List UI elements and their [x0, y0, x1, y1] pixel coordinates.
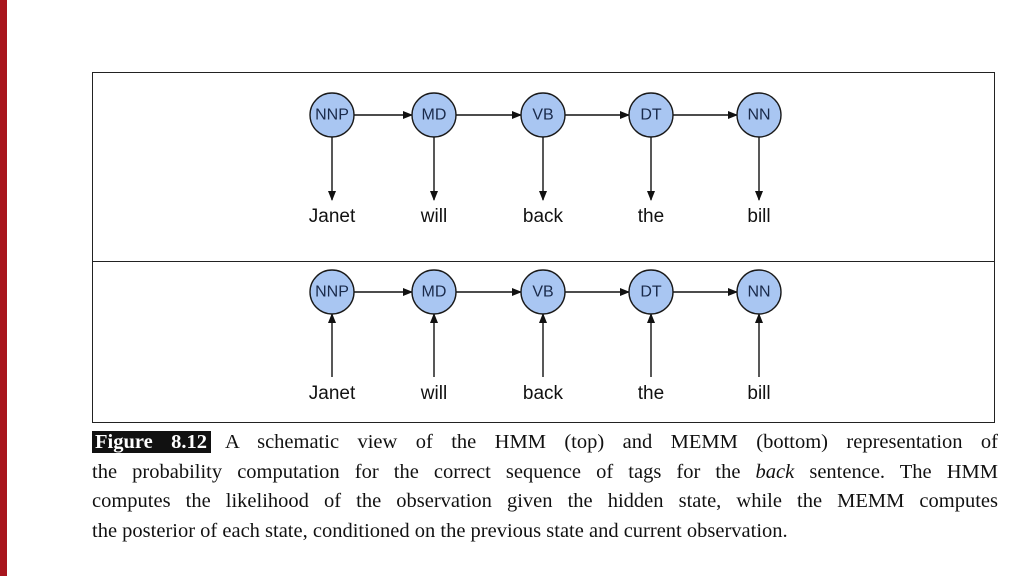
- figure-frame: [92, 72, 995, 423]
- hmm-tag-label: NN: [747, 107, 770, 124]
- caption-line-4-text: the posterior of each state, conditioned…: [92, 519, 788, 542]
- hmm-tag-node: DT: [628, 92, 674, 138]
- memm-tag-node: NN: [736, 269, 782, 315]
- memm-word: will: [420, 383, 447, 404]
- hmm-tag-label: NNP: [315, 107, 349, 124]
- figure-label: Figure 8.12: [92, 431, 211, 453]
- caption-line-2: the probability computation for the corr…: [92, 458, 998, 488]
- memm-tag-label: VB: [532, 284, 553, 301]
- hmm-word: will: [420, 206, 447, 227]
- memm-tag-label: NNP: [315, 284, 349, 301]
- caption-line-2-text-a: the probability computation for the corr…: [92, 460, 756, 483]
- hmm-word: the: [638, 206, 664, 227]
- hmm-tag-node: NN: [736, 92, 782, 138]
- memm-tag-label: DT: [640, 284, 662, 301]
- memm-word: bill: [747, 383, 770, 404]
- hmm-tag-label: DT: [640, 107, 662, 124]
- hmm-panel: NNP Janet MD will VB back DT the NN bill: [309, 92, 782, 227]
- memm-tag-node: MD: [411, 269, 457, 315]
- side-accent-bar: [0, 0, 7, 576]
- caption-line-4: the posterior of each state, conditioned…: [92, 517, 998, 547]
- caption-emphasis-back: back: [755, 460, 795, 483]
- hmm-word: bill: [747, 206, 770, 227]
- memm-tag-label: MD: [422, 284, 447, 301]
- panel-divider: [93, 261, 994, 262]
- memm-tag-node: DT: [628, 269, 674, 315]
- hmm-tag-label: MD: [422, 107, 447, 124]
- caption-line-1: Figure 8.12 A schematic view of the HMM (…: [92, 428, 998, 458]
- caption-line-3-text: computes the likelihood of the observati…: [92, 490, 998, 512]
- hmm-word: back: [523, 206, 564, 227]
- memm-word: back: [523, 383, 564, 404]
- hmm-tag-node: VB: [520, 92, 566, 138]
- memm-tag-node: VB: [520, 269, 566, 315]
- hmm-tag-node: MD: [411, 92, 457, 138]
- caption-line-3: computes the likelihood of the observati…: [92, 487, 998, 517]
- memm-word: Janet: [309, 383, 356, 404]
- hmm-tag-label: VB: [532, 107, 553, 124]
- hmm-tag-node: NNP: [309, 92, 355, 138]
- memm-panel: NNP Janet MD will VB back DT the NN bill: [309, 269, 782, 404]
- memm-tag-node: NNP: [309, 269, 355, 315]
- caption-line-1-text: A schematic view of the HMM (top) and ME…: [225, 431, 999, 453]
- caption-line-2-text-b: sentence. The HMM: [794, 460, 998, 483]
- memm-tag-label: NN: [747, 284, 770, 301]
- hmm-word: Janet: [309, 206, 356, 227]
- memm-word: the: [638, 383, 664, 404]
- figure-caption: Figure 8.12 A schematic view of the HMM (…: [92, 428, 998, 546]
